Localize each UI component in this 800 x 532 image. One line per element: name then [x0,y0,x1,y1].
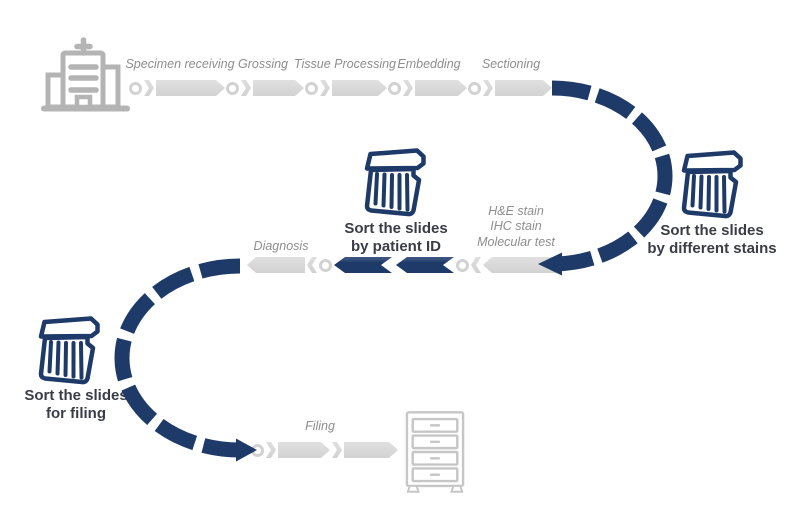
chevron-right-icon [144,80,154,96]
chevron-left-icon [307,257,317,273]
diagnosis-arrow-bar [247,257,305,273]
arrow-bar [495,80,552,96]
step-label-embedding: Embedding [397,57,461,71]
arrow-bar [156,80,225,96]
step-arrow-specimen-receiving [129,80,225,96]
step-label-sectioning: Sectioning [481,57,541,71]
arrow-bar [278,442,330,458]
caption-sort-for-filing: Sort the slides for filing [24,387,128,423]
patient-sort-arrow-segment [396,257,454,273]
arrow-bar [332,80,387,96]
slide-rack-filing-icon [34,315,106,392]
step-connector-ring [226,81,239,95]
arrow-bar [344,442,398,458]
arrow-bar [415,80,467,96]
step-connector-ring [129,81,142,95]
step-arrow-grossing [226,80,304,96]
hospital-icon [38,33,133,123]
chevron-right-icon [320,80,330,96]
step-connector-ring [305,81,318,95]
step-arrow-embedding [388,80,467,96]
step-label-filing: Filing [305,419,335,433]
slide-rack-stains-icon [677,149,749,226]
left-turn-curve [114,258,241,458]
chevron-right-icon [332,442,342,458]
patient-sort-arrow-segment [334,257,392,273]
step-connector-ring [388,81,401,95]
step-connector-ring [319,258,332,272]
chevron-left-icon [471,257,481,273]
chevron-right-icon [241,80,251,96]
caption-sort-by-patient-id: Sort the slides by patient ID [344,220,448,256]
chevron-right-icon [483,80,493,96]
stain-step-labels: H&E stain IHC stain Molecular test [477,204,555,249]
caption-sort-by-different-stains: Sort the slides by different stains [647,222,777,258]
chevron-right-icon [266,442,276,458]
step-arrow-sectioning [468,80,552,96]
step-label-diagnosis: Diagnosis [253,239,309,253]
step-arrow-tissue-processing [305,80,387,96]
filing-arrow [251,442,398,458]
chevron-right-icon [403,80,413,96]
filing-cabinet-icon [404,410,466,499]
step-label-grossing: Grossing [237,57,289,71]
step-label-specimen-receiving: Specimen receiving [125,57,235,71]
middle-row-arrows [247,257,557,273]
slide-rack-patient-icon [360,147,432,224]
stain-arrow-bar [483,257,557,273]
step-connector-ring [251,443,264,457]
step-connector-ring [456,258,469,272]
arrow-bar [253,80,304,96]
step-label-tissue-processing: Tissue Processing [293,57,397,71]
step-connector-ring [468,81,481,95]
